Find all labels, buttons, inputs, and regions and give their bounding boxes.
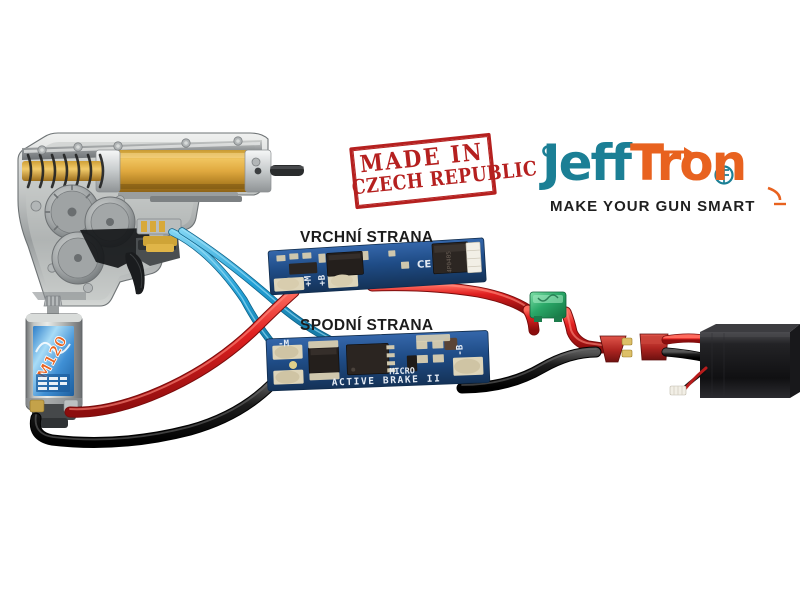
negative-battery-wire [456, 346, 602, 394]
logo-wordmark: JeffTron [542, 138, 747, 188]
motor-label: M120 [33, 326, 74, 396]
fuse-to-connector-wire [560, 306, 608, 354]
svg-text:-M: -M [278, 339, 290, 349]
label-bottom-side: SPODNÍ STRANA [300, 317, 434, 334]
blade-fuse [529, 291, 567, 322]
svg-text:+B: +B [318, 274, 329, 286]
bottom-pcb-board: -M -B MICRO ACTIVE BRAKE II [265, 330, 491, 392]
airsoft-motor: M120 [25, 295, 83, 428]
svg-text:ACTIVE BRAKE II: ACTIVE BRAKE II [332, 373, 442, 388]
svg-text:MICRO: MICRO [389, 366, 415, 377]
svg-text:4P0405: 4P0405 [445, 251, 453, 273]
svg-text:CE: CE [417, 259, 432, 271]
top-pcb-board: CE 4P0405 +M +B [267, 237, 487, 296]
deans-male-connector [599, 335, 633, 363]
positive-motor-wire [64, 286, 300, 418]
lipo-battery [669, 324, 800, 398]
jefftron-logo: JeffTron MAKE YOUR GUN SMART [518, 138, 786, 218]
deans-female-connector [639, 333, 669, 361]
negative-motor-wire [29, 378, 278, 448]
logo-word-tron: Tron [630, 134, 747, 192]
logo-word-jeff: Jeff [542, 134, 632, 192]
svg-text:+M: +M [304, 275, 315, 287]
gearbox-assembly [17, 132, 304, 307]
logo-circuit-decoration [542, 145, 786, 206]
logo-tagline: MAKE YOUR GUN SMART [550, 198, 756, 215]
label-top-side: VRCHNÍ STRANA [300, 229, 434, 246]
svg-text:-B: -B [455, 344, 465, 356]
